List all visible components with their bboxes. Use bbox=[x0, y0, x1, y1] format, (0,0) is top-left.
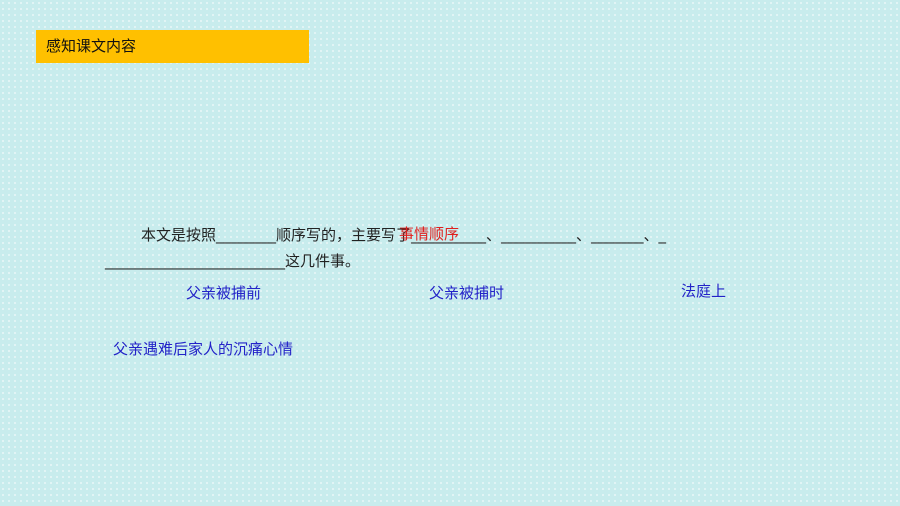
question-line-2: ________________________这几件事。 bbox=[105, 252, 361, 270]
answer-event-1: 父亲被捕前 bbox=[186, 284, 262, 302]
fill-in-question: 本文是按照________顺序写的，主要写了__________、_______… bbox=[105, 222, 785, 274]
answer-event-3: 法庭上 bbox=[681, 282, 727, 300]
answer-event-4: 父亲遇难后家人的沉痛心情 bbox=[113, 340, 294, 358]
answer-order: 事情顺序 bbox=[399, 225, 460, 243]
answer-event-2: 父亲被捕时 bbox=[429, 284, 505, 302]
section-title: 感知课文内容 bbox=[36, 30, 309, 63]
question-line-1: 本文是按照________顺序写的，主要写了__________、_______… bbox=[141, 226, 667, 244]
